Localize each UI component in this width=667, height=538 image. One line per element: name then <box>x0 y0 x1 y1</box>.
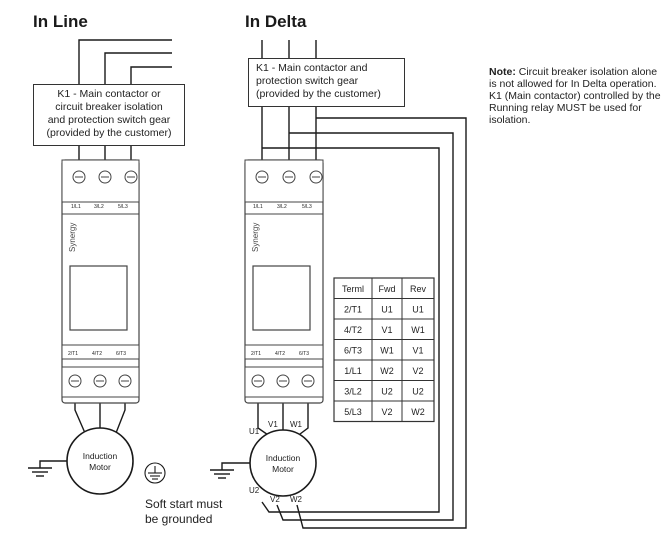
top-terminal-label: 3/L2 <box>277 204 287 210</box>
delta-motor-symbol <box>249 429 317 497</box>
delta-return-wire-2 <box>276 132 454 521</box>
inline-motor-symbol <box>66 427 134 495</box>
bottom-terminal-label: 4/T2 <box>275 351 285 357</box>
delta-ground-icon <box>210 462 250 479</box>
top-terminal-label: 5/L3 <box>302 204 312 210</box>
table-cell-text: V2 <box>412 366 423 376</box>
motor-terminal-u1: U1 <box>249 427 260 436</box>
table-cell-text: 1/L1 <box>344 366 362 376</box>
device-display <box>252 265 311 331</box>
top-terminal-label: 3/L2 <box>94 204 104 210</box>
top-terminal-label: 1/L1 <box>71 204 81 210</box>
top-terminal-label: 5/L3 <box>118 204 128 210</box>
ground-note-line: be grounded <box>145 512 213 526</box>
k1-line: (provided by the customer) <box>256 88 381 100</box>
inline-title: In Line <box>33 12 88 31</box>
ground-note: Soft start must be grounded <box>145 497 222 527</box>
inline-k1-box: K1 - Main contactor or circuit breaker i… <box>33 84 185 146</box>
motor-terminal-v2: V2 <box>270 495 280 504</box>
bottom-terminal-label: 4/T2 <box>92 351 102 357</box>
note-label: Note: <box>489 66 516 78</box>
table-cell-text: W2 <box>411 407 425 417</box>
motor-label: Motor <box>272 464 294 474</box>
table-cell-text: V1 <box>381 325 392 335</box>
table-header: Fwd <box>378 284 395 294</box>
device-bottom-screws <box>251 374 315 388</box>
brand-logo: Synergy <box>251 223 260 252</box>
motor-label: Induction <box>83 451 118 461</box>
motor-terminal-v1: V1 <box>268 420 278 429</box>
table-cell-text: U1 <box>412 305 424 315</box>
delta-k1-box: K1 - Main contactor and protection switc… <box>248 58 405 107</box>
table-cell-text: U1 <box>381 305 393 315</box>
motor-terminal-u2: U2 <box>249 486 260 495</box>
device-top-screws <box>72 170 138 184</box>
bottom-terminal-label: 6/T3 <box>116 351 126 357</box>
table-border <box>333 277 435 423</box>
k1-line: and protection switch gear <box>47 114 171 126</box>
table-cell-text: W1 <box>411 325 425 335</box>
table-cell-text: 5/L3 <box>344 407 362 417</box>
device-display <box>69 265 128 331</box>
table-cell-text: 2/T1 <box>344 305 362 315</box>
note-text: Circuit breaker isolation alone is not a… <box>489 66 661 126</box>
delta-return-wire-3 <box>296 117 467 529</box>
k1-line: circuit breaker isolation <box>55 101 163 113</box>
delta-return-wire-1 <box>261 147 440 513</box>
softstarter-delta: 1/L1 3/L2 5/L3 Synergy 2/T1 4/T2 6/T3 <box>244 159 324 404</box>
motor-terminal-w1: W1 <box>290 420 303 429</box>
k1-line: protection switch gear <box>256 75 359 87</box>
table-cell-text: 6/T3 <box>344 346 362 356</box>
softstarter-inline: 1/L1 3/L2 5/L3 Synergy 2/T1 4/T2 6/T3 <box>61 159 140 404</box>
k1-line: (provided by the customer) <box>46 127 172 139</box>
table-cell-text: 3/L2 <box>344 387 362 397</box>
bottom-terminal-label: 2/T1 <box>251 351 261 357</box>
k1-line: K1 - Main contactor and <box>256 62 368 74</box>
inline-ground-icon <box>28 460 67 477</box>
device-top-screws <box>255 170 323 184</box>
table-cell-text: U2 <box>412 387 424 397</box>
delta-title: In Delta <box>245 12 307 31</box>
table-header: Rev <box>410 284 427 294</box>
bottom-terminal-label: 6/T3 <box>299 351 309 357</box>
table-cell-text: V1 <box>412 346 423 356</box>
table-cell-text: 4/T2 <box>344 325 362 335</box>
motor-label: Motor <box>89 462 111 472</box>
brand-logo: Synergy <box>68 223 77 252</box>
k1-line: K1 - Main contactor or <box>57 88 161 100</box>
chassis-ground-icon <box>144 462 166 484</box>
isolation-note: Note: Circuit breaker isolation alone is… <box>489 66 661 126</box>
table-cell-text: W2 <box>380 366 394 376</box>
table-cell-text: V2 <box>381 407 392 417</box>
motor-terminal-w2: W2 <box>290 495 303 504</box>
motor-label: Induction <box>266 453 301 463</box>
ground-note-line: Soft start must <box>145 497 223 511</box>
device-bottom-screws <box>68 374 132 388</box>
top-terminal-label: 1/L1 <box>253 204 263 210</box>
bottom-terminal-label: 2/T1 <box>68 351 78 357</box>
table-cell-text: W1 <box>380 346 394 356</box>
table-header: Terml <box>342 284 364 294</box>
table-cell-text: U2 <box>381 387 393 397</box>
